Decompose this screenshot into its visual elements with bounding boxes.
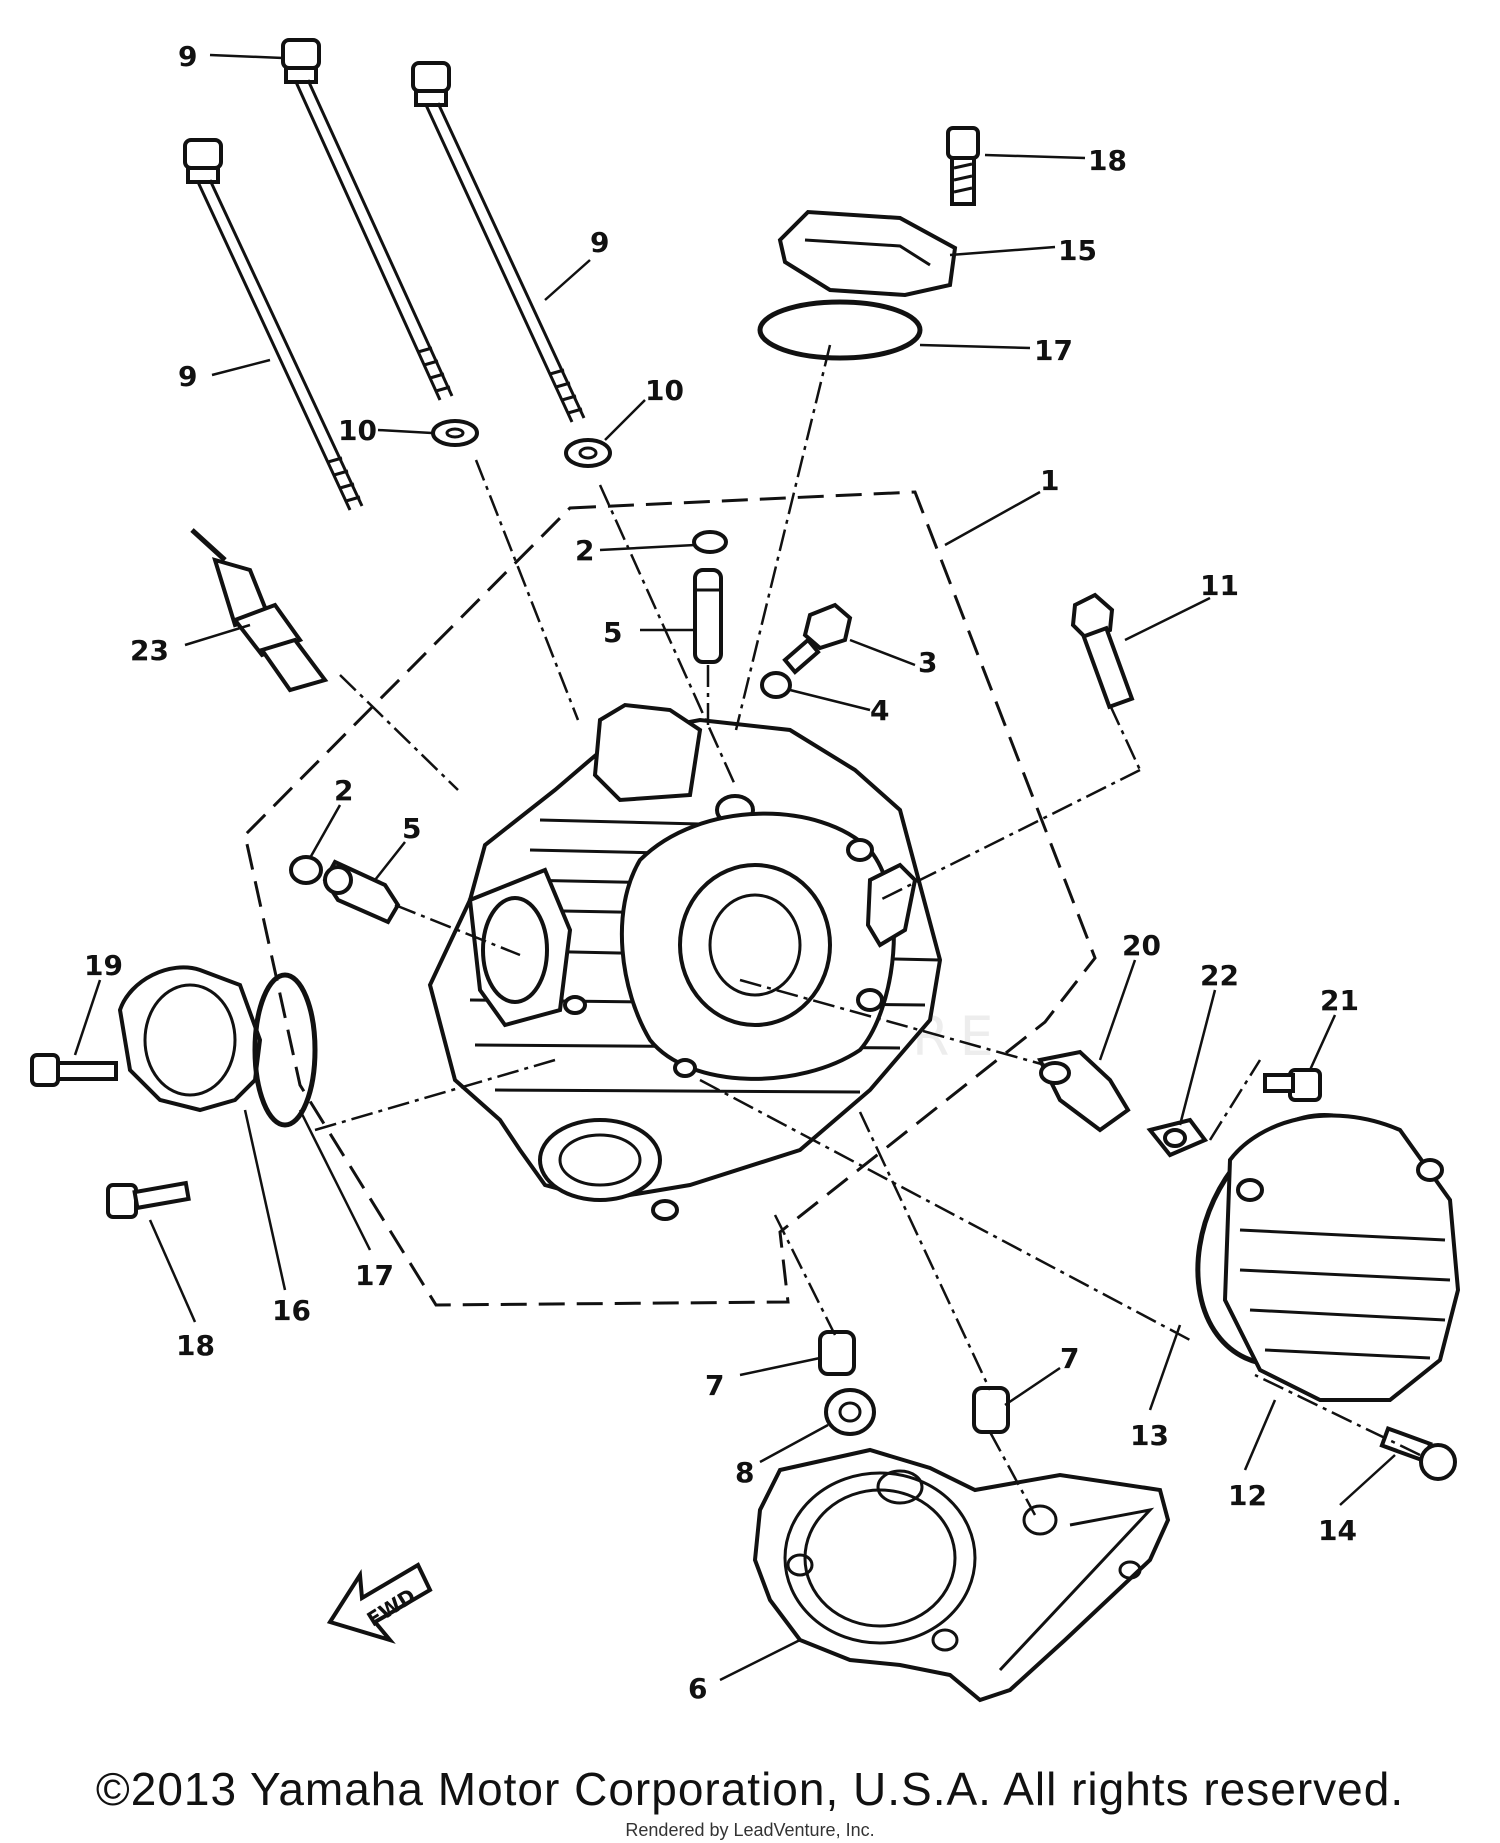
callout-17: 17: [355, 1259, 394, 1292]
leader-lines: [73, 53, 1396, 1682]
assembly-lines: [314, 344, 1421, 1516]
dowel-pin-right: [972, 1386, 1010, 1434]
head-bolt-left: [183, 138, 364, 511]
head-bolt-middle: [281, 38, 454, 401]
callout-17: 17: [1034, 334, 1073, 367]
callout-4: 4: [870, 694, 889, 727]
callout-2: 2: [575, 534, 594, 567]
callout-14: 14: [1318, 1514, 1357, 1547]
valve-guide-left: [322, 859, 401, 925]
valve-guide-top: [693, 568, 723, 664]
callout-15: 15: [1058, 234, 1097, 267]
callout-21: 21: [1320, 984, 1359, 1017]
clip-22: [1146, 1117, 1209, 1158]
callout-7: 7: [705, 1369, 724, 1402]
copyright-notice: ©2013 Yamaha Motor Corporation, U.S.A. A…: [95, 1763, 1405, 1815]
tappet-cover-left: [117, 965, 263, 1113]
clip-left: [289, 855, 323, 885]
bolt-19: [30, 1053, 118, 1087]
callout-2: 2: [334, 774, 353, 807]
callout-5: 5: [402, 812, 421, 845]
bolt-top: [946, 126, 980, 206]
tappet-cover-top: [777, 209, 958, 298]
callout-18: 18: [1088, 144, 1127, 177]
bolt-11: [1070, 592, 1135, 710]
bracket-20: [1037, 1049, 1131, 1133]
callout-labels: 9 9 9 18 15 17 10 10 1 2 5 3 4 11 23 2 5…: [84, 40, 1359, 1705]
bolt-3: [782, 602, 853, 675]
head-cover-right: [1222, 1113, 1461, 1402]
plug-8: [824, 1388, 876, 1436]
washer-right: [564, 438, 612, 468]
washer-4: [760, 671, 792, 699]
callout-20: 20: [1122, 929, 1161, 962]
bolt-18-left: [106, 1180, 191, 1219]
callout-7: 7: [1060, 1342, 1079, 1375]
callout-5: 5: [603, 616, 622, 649]
dowel-pin-left: [818, 1330, 856, 1376]
callout-9: 9: [590, 226, 609, 259]
head-bolt-right: [411, 61, 586, 423]
callout-9: 9: [178, 360, 197, 393]
fwd-arrow: FWD: [326, 1562, 433, 1644]
callout-19: 19: [84, 949, 123, 982]
washer-left: [431, 419, 479, 447]
callout-8: 8: [735, 1456, 754, 1489]
callout-10: 10: [338, 414, 377, 447]
callout-13: 13: [1130, 1419, 1169, 1452]
assembly-boundary: [243, 490, 1097, 1307]
callout-12: 12: [1228, 1479, 1267, 1512]
bolt-21: [1263, 1068, 1322, 1102]
o-ring-left: [252, 972, 318, 1128]
cylinder-head: [427, 702, 943, 1221]
callout-23: 23: [130, 634, 169, 667]
spark-plug: [190, 528, 329, 693]
callout-11: 11: [1200, 569, 1239, 602]
callout-6: 6: [688, 1672, 707, 1705]
head-gasket: [752, 1447, 1171, 1703]
callout-18: 18: [176, 1329, 215, 1362]
callout-10: 10: [645, 374, 684, 407]
callout-22: 22: [1200, 959, 1239, 992]
callout-1: 1: [1040, 464, 1059, 497]
o-ring-top: [757, 299, 923, 361]
callout-3: 3: [918, 646, 937, 679]
rendered-by-note: Rendered by LeadVenture, Inc.: [625, 1820, 875, 1840]
clip-top: [692, 530, 728, 554]
callout-9: 9: [178, 40, 197, 73]
callout-16: 16: [272, 1294, 311, 1327]
